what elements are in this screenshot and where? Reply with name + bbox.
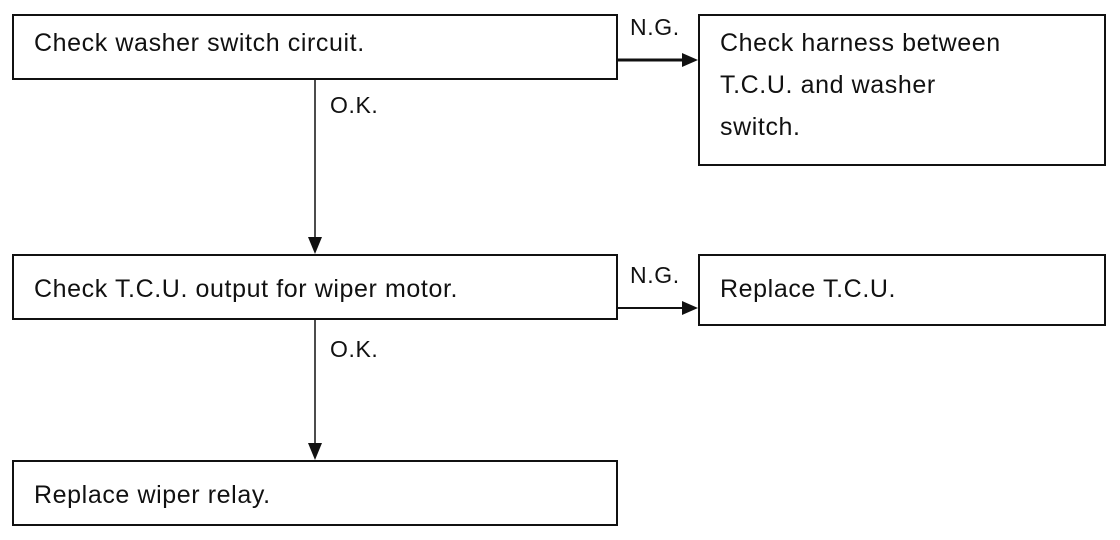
step-check-harness: Check harness between T.C.U. and washer … (698, 14, 1106, 166)
edge-label-ok: O.K. (330, 92, 379, 118)
step-text: Check T.C.U. output for wiper motor. (34, 275, 459, 303)
edge-label-ng: N.G. (630, 14, 680, 40)
step-text-line-1: Check harness between (720, 29, 1001, 57)
edge-label-ok: O.K. (330, 336, 379, 362)
arrowhead-ok-1 (308, 237, 322, 254)
step-check-washer-switch: Check washer switch circuit. (12, 14, 618, 80)
step-text-line-3: switch. (720, 113, 801, 141)
step-replace-wiper-relay: Replace wiper relay. (12, 460, 618, 526)
step-check-tcu-output: Check T.C.U. output for wiper motor. (12, 254, 618, 320)
arrowhead-ng-1 (682, 53, 698, 67)
step-text: Replace T.C.U. (720, 275, 897, 303)
step-text: Check washer switch circuit. (34, 29, 365, 57)
arrowhead-ng-2 (682, 301, 698, 315)
step-text: Replace wiper relay. (34, 481, 271, 509)
step-text-line-2: T.C.U. and washer (720, 71, 936, 99)
step-replace-tcu: Replace T.C.U. (698, 254, 1106, 326)
edge-label-ng: N.G. (630, 262, 680, 288)
arrowhead-ok-2 (308, 443, 322, 460)
